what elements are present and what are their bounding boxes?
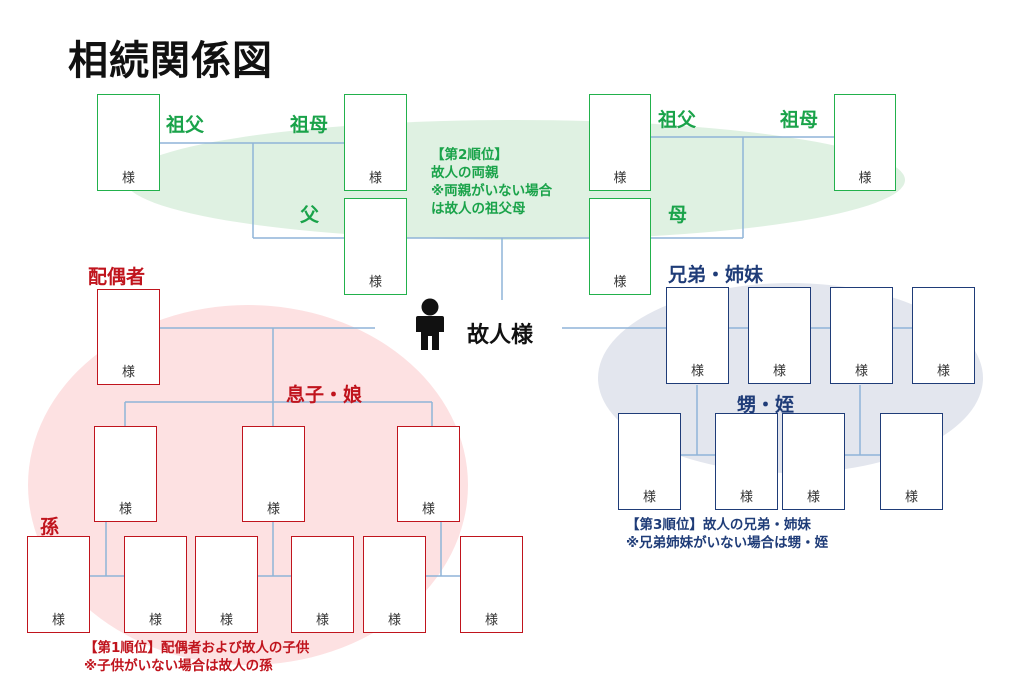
rank1-note: 【第1順位】配偶者および故人の子供 ※子供がいない場合は故人の孫 xyxy=(84,639,309,675)
grandchild-card-6[interactable]: 様 xyxy=(460,536,523,633)
card-suffix: 様 xyxy=(219,613,233,628)
card-suffix: 様 xyxy=(121,171,135,186)
child-card-3[interactable]: 様 xyxy=(397,426,460,522)
card-suffix: 様 xyxy=(772,364,786,379)
label-siblings: 兄弟・姉妹 xyxy=(668,264,764,286)
card-suffix: 様 xyxy=(642,490,656,505)
card-suffix: 様 xyxy=(484,613,498,628)
nephew-card-3[interactable]: 様 xyxy=(782,413,845,510)
grandfather-right-card[interactable]: 様 xyxy=(589,94,651,191)
grandmother-right-card[interactable]: 様 xyxy=(834,94,896,191)
label-grandmother-left: 祖母 xyxy=(290,114,329,136)
label-father: 父 xyxy=(300,204,320,226)
rank1-note-line: ※子供がいない場合は故人の孫 xyxy=(84,658,273,674)
child-card-2[interactable]: 様 xyxy=(242,426,305,522)
card-suffix: 様 xyxy=(51,613,65,628)
card-suffix: 様 xyxy=(315,613,329,628)
card-suffix: 様 xyxy=(118,502,132,517)
grandmother-left-card[interactable]: 様 xyxy=(344,94,407,191)
card-suffix: 様 xyxy=(613,275,627,290)
card-suffix: 様 xyxy=(368,275,382,290)
card-suffix: 様 xyxy=(806,490,820,505)
spouse-card[interactable]: 様 xyxy=(97,289,160,385)
grandchild-card-4[interactable]: 様 xyxy=(291,536,354,633)
rank2-background xyxy=(125,120,905,240)
card-suffix: 様 xyxy=(904,490,918,505)
rank3-note-line: 【第3順位】故人の兄弟・姉妹 xyxy=(626,517,811,533)
child-card-1[interactable]: 様 xyxy=(94,426,157,522)
card-suffix: 様 xyxy=(266,502,280,517)
rank1-note-line: 【第1順位】配偶者および故人の子供 xyxy=(84,640,310,656)
card-suffix: 様 xyxy=(739,490,753,505)
grandchild-card-2[interactable]: 様 xyxy=(124,536,187,633)
sibling-card-4[interactable]: 様 xyxy=(912,287,975,384)
grandchild-card-3[interactable]: 様 xyxy=(195,536,258,633)
label-grandmother-right: 祖母 xyxy=(780,109,819,131)
mother-card[interactable]: 様 xyxy=(589,198,651,295)
sibling-card-2[interactable]: 様 xyxy=(748,287,811,384)
rank2-note-line: 【第2順位】 xyxy=(431,147,508,163)
person-icon xyxy=(416,298,444,350)
card-suffix: 様 xyxy=(854,364,868,379)
label-mother: 母 xyxy=(668,204,688,226)
rank2-note: 【第2順位】 故人の両親 ※両親がいない場合 は故人の祖父母 xyxy=(431,146,552,218)
label-nephews: 甥・姪 xyxy=(737,394,795,416)
grandchild-card-5[interactable]: 様 xyxy=(363,536,426,633)
card-suffix: 様 xyxy=(368,171,382,186)
deceased-label: 故人様 xyxy=(467,323,534,348)
father-card[interactable]: 様 xyxy=(344,198,407,295)
card-suffix: 様 xyxy=(690,364,704,379)
rank2-note-line: は故人の祖父母 xyxy=(431,201,526,217)
card-suffix: 様 xyxy=(613,171,627,186)
label-grandchildren: 孫 xyxy=(40,516,60,538)
rank3-note: 【第3順位】故人の兄弟・姉妹 ※兄弟姉妹がいない場合は甥・姪 xyxy=(626,516,828,552)
grandfather-left-card[interactable]: 様 xyxy=(97,94,160,191)
label-grandfather-left: 祖父 xyxy=(166,114,205,136)
nephew-card-2[interactable]: 様 xyxy=(715,413,778,510)
card-suffix: 様 xyxy=(148,613,162,628)
card-suffix: 様 xyxy=(121,365,135,380)
nephew-card-1[interactable]: 様 xyxy=(618,413,681,510)
rank2-note-line: ※両親がいない場合 xyxy=(431,183,553,199)
label-grandfather-right: 祖父 xyxy=(658,109,697,131)
card-suffix: 様 xyxy=(421,502,435,517)
rank3-note-line: ※兄弟姉妹がいない場合は甥・姪 xyxy=(626,535,829,551)
sibling-card-1[interactable]: 様 xyxy=(666,287,729,384)
grandchild-card-1[interactable]: 様 xyxy=(27,536,90,633)
label-children: 息子・娘 xyxy=(286,384,363,406)
card-suffix: 様 xyxy=(858,171,872,186)
card-suffix: 様 xyxy=(936,364,950,379)
rank2-note-line: 故人の両親 xyxy=(431,165,499,181)
label-spouse: 配偶者 xyxy=(88,266,146,288)
card-suffix: 様 xyxy=(387,613,401,628)
nephew-card-4[interactable]: 様 xyxy=(880,413,943,510)
sibling-card-3[interactable]: 様 xyxy=(830,287,893,384)
page-title: 相続関係図 xyxy=(68,38,273,84)
